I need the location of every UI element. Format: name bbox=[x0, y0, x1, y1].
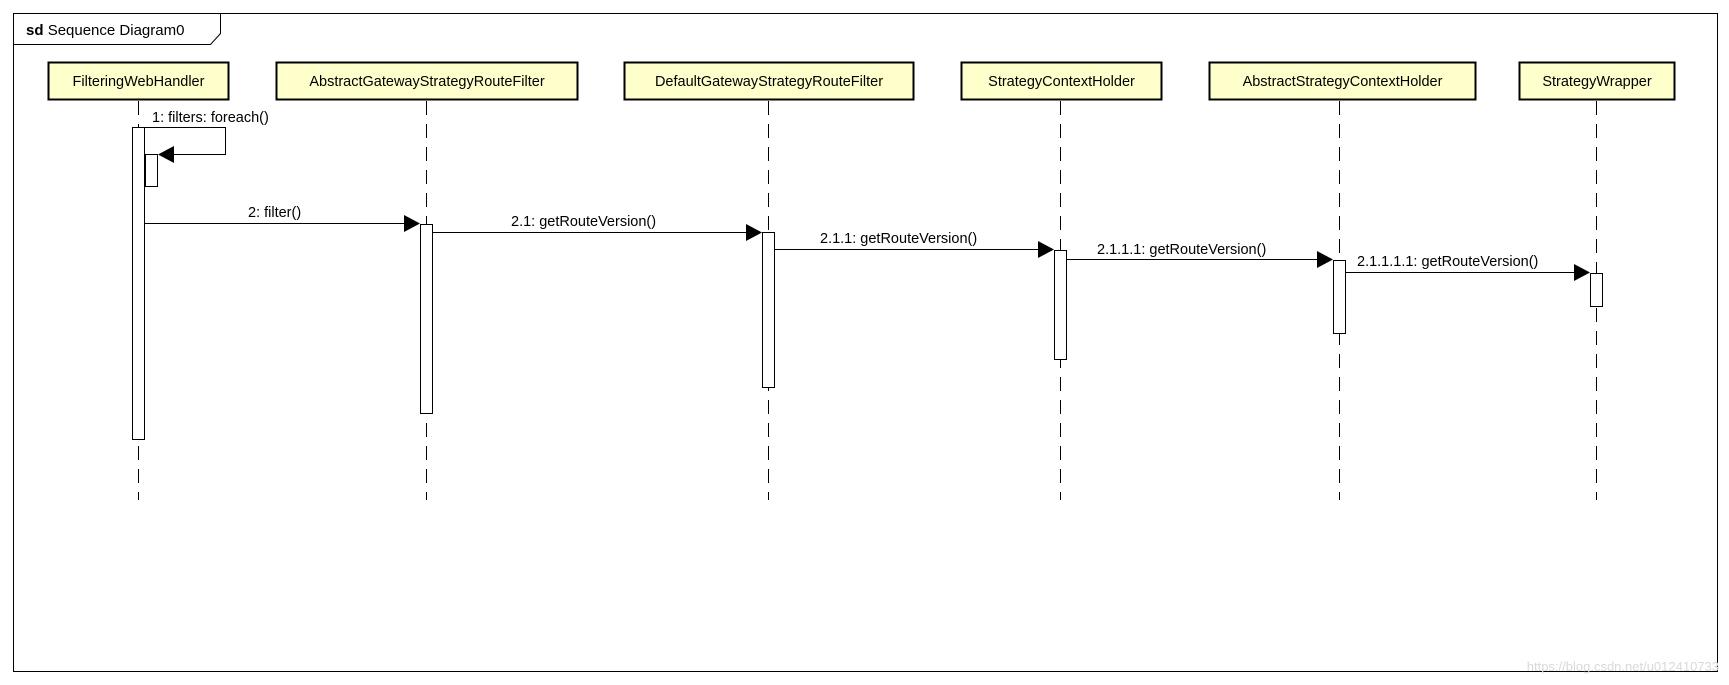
participant-label-strategycontextholder: StrategyContextHolder bbox=[988, 74, 1135, 90]
message-label-2: 2: filter() bbox=[248, 205, 301, 221]
watermark: https://blog.csdn.net/u012410733 bbox=[1527, 659, 1719, 674]
participant-box-abstractstrategycontextholder bbox=[1208, 61, 1477, 101]
message-arrowhead-2 bbox=[404, 215, 420, 232]
participant-box-defaultgatewaystrategyroutefilter bbox=[623, 61, 915, 101]
diagram-frame bbox=[13, 13, 1718, 672]
message-label-2-1-1: 2.1.1: getRouteVersion() bbox=[820, 231, 977, 247]
participant-label-defaultgatewaystrategyroutefilter: DefaultGatewayStrategyRouteFilter bbox=[655, 74, 883, 90]
activation-defaultgatewaystrategyroutefilter bbox=[762, 232, 775, 388]
activation-filteringwebhandler-self bbox=[145, 154, 158, 187]
message-arrowhead-1 bbox=[158, 146, 174, 163]
message-arrow-1 bbox=[144, 127, 226, 155]
participant-label-filteringwebhandler: FilteringWebHandler bbox=[73, 74, 205, 90]
activation-strategywrapper bbox=[1590, 273, 1603, 307]
message-label-2-1: 2.1: getRouteVersion() bbox=[511, 214, 656, 230]
activation-filteringwebhandler bbox=[132, 127, 145, 440]
message-label-2-1-1-1-1: 2.1.1.1.1: getRouteVersion() bbox=[1357, 254, 1538, 270]
participant-label-abstractgatewaystrategyroutefilter: AbstractGatewayStrategyRouteFilter bbox=[309, 74, 544, 90]
participant-label-strategywrapper: StrategyWrapper bbox=[1542, 74, 1652, 90]
message-arrowhead-2-1 bbox=[746, 224, 762, 241]
participant-box-strategywrapper bbox=[1518, 61, 1676, 101]
message-label-2-1-1-1: 2.1.1.1: getRouteVersion() bbox=[1097, 242, 1266, 258]
participant-box-strategycontextholder bbox=[960, 61, 1163, 101]
frame-tag: sd Sequence Diagram0 bbox=[26, 22, 184, 39]
participant-label-abstractstrategycontextholder: AbstractStrategyContextHolder bbox=[1243, 74, 1443, 90]
participant-box-filteringwebhandler bbox=[47, 61, 230, 101]
activation-abstractgatewaystrategyroutefilter bbox=[420, 224, 433, 414]
message-arrowhead-2-1-1-1-1 bbox=[1574, 264, 1590, 281]
activation-abstractstrategycontextholder bbox=[1333, 260, 1346, 334]
frame-tag-box bbox=[13, 13, 221, 45]
message-arrowhead-2-1-1-1 bbox=[1317, 251, 1333, 268]
participant-box-abstractgatewaystrategyroutefilter bbox=[275, 61, 579, 101]
message-label-1: 1: filters: foreach() bbox=[152, 110, 269, 126]
message-arrowhead-2-1-1 bbox=[1038, 241, 1054, 258]
activation-strategycontextholder bbox=[1054, 250, 1067, 360]
